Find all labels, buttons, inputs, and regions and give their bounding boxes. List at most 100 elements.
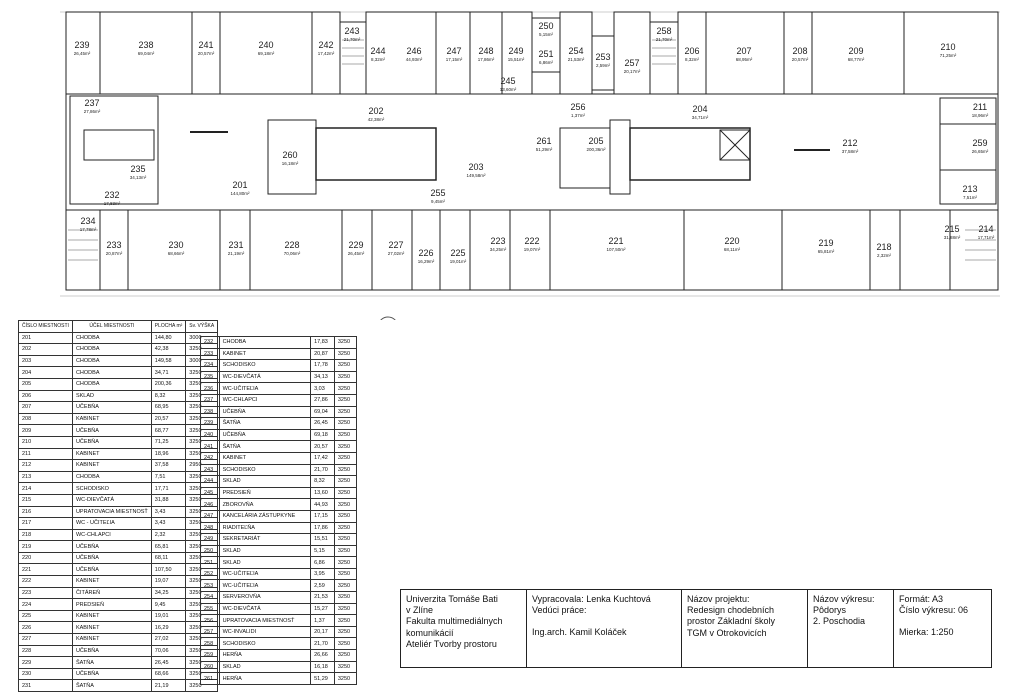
room-area-label: 5,15m² [539,32,554,37]
room-number-cell: 217 [18,517,73,530]
room-purpose-cell: RIADITEĽŇA [218,521,312,535]
room-area-label: 6,86m² [539,60,554,65]
room-number-label: 214 [978,224,993,234]
room-purpose-cell: UČEBŇA [71,667,152,681]
room-number-cell: 202 [18,343,73,356]
room-number-label: 206 [684,46,699,56]
room-number-label: 239 [74,40,89,50]
room-area-cell: 51,29 [310,672,335,685]
room-number-cell: 226 [18,621,73,635]
room-area-label: 16,18m² [282,161,299,166]
school-line: Ateliér Tvorby prostoru [406,638,497,649]
room-number-cell: 224 [18,598,73,611]
floor-plan: 23926,45m²23869,04m²24120,57m²24069,18m²… [60,11,1000,320]
room-height-cell: 3250 [333,475,358,488]
room-area-label: 8,32m² [371,57,386,62]
room-number-label: 248 [478,46,493,56]
room-height-cell: 3250 [333,567,358,581]
room-height-cell: 3250 [333,405,358,419]
room-purpose-cell: UČEBŇA [218,428,312,442]
room-number-label: 238 [138,40,153,50]
sheet-info-cell: Formát: A3 Číslo výkresu: 06 Mierka: 1:2… [894,590,989,667]
room-area-cell: 17,42 [310,451,335,465]
room-area-label: 20,57m² [792,57,809,62]
school-cell: Univerzita Tomáše Bati v Zlíne Fakulta m… [401,590,527,667]
room-number-label: 240 [258,40,273,50]
room-number-cell: 250 [200,544,220,558]
room-number-label: 244 [370,46,385,56]
room-area-label: 17,86m² [478,57,495,62]
drawing-label: Názov výkresu: [813,594,875,604]
room-purpose-cell: KABINET [71,609,152,623]
room-area-cell: 21,70 [310,637,335,651]
room-number-cell: 214 [18,482,73,495]
room-number-cell: 248 [200,521,220,535]
room-height-cell: 3250 [333,533,358,546]
room-area-cell: 34,71 [150,366,187,379]
room-area-label: 7,51m² [963,195,978,200]
author-cell: Vypracovala: Lenka Kuchtová Vedúci práce… [527,590,682,667]
room-number-label: 203 [468,162,483,172]
room-area-cell: 13,60 [310,486,335,500]
room-number-cell: 230 [18,667,73,681]
room-number-cell: 205 [18,377,73,391]
room-area-cell: 20,57 [310,440,335,453]
room-purpose-cell: KABINET [71,575,152,588]
room-purpose-cell: HERŇA [218,649,312,662]
room-number-label: 228 [284,240,299,250]
room-area-label: 42,38m² [368,117,385,122]
room-purpose-cell: SKLAD [218,660,312,674]
room-purpose-cell: SKLAD [71,389,152,403]
room-number-label: 225 [450,248,465,258]
room-purpose-cell: SEKRETARIÁT [218,533,312,546]
room-area-cell: 69,04 [310,405,335,419]
room-area-label: 68,66m² [168,251,185,256]
room-area-cell: 16,29 [150,621,187,635]
room-number-label: 231 [228,240,243,250]
room-number-cell: 218 [18,528,73,542]
room-area-cell: 21,53 [310,591,335,604]
room-height-cell: 3250 [333,556,358,569]
room-area-label: 71,25m² [940,53,957,58]
room-number-label: 222 [524,236,539,246]
room-area-label: 13,60m² [500,87,517,92]
room-number-cell: 254 [200,591,220,604]
room-purpose-cell: HERŇA [218,672,312,685]
room-purpose-cell: ŠATŇA [71,656,152,669]
room-number-label: 250 [538,21,553,31]
room-purpose-cell: SKLAD [218,556,312,569]
drawing-name-cell: Názov výkresu: Pôdorys 2. Poschodia [808,590,894,667]
room-number-cell: 233 [200,347,220,361]
room-area-cell: 9,45 [150,598,187,611]
room-number-cell: 259 [200,649,220,662]
room-number-cell: 256 [200,614,220,627]
room-area-label: 17,78m² [80,227,97,232]
room-area-label: 20,87m² [106,251,123,256]
room-area-cell: 68,95 [150,401,187,414]
room-number-cell: 238 [200,405,220,419]
room-purpose-cell: UČEBŇA [218,405,312,419]
project-line: Redesign chodebních [687,605,775,616]
room-area-cell: 44,93 [310,498,335,511]
room-height-cell: 3250 [333,370,358,384]
room-number-cell: 231 [18,679,73,692]
room-number-cell: 221 [18,563,73,577]
room-number-cell: 260 [200,660,220,674]
room-area-cell: 18,96 [150,447,187,461]
room-number-label: 257 [624,58,639,68]
room-number-cell: 211 [18,447,73,461]
